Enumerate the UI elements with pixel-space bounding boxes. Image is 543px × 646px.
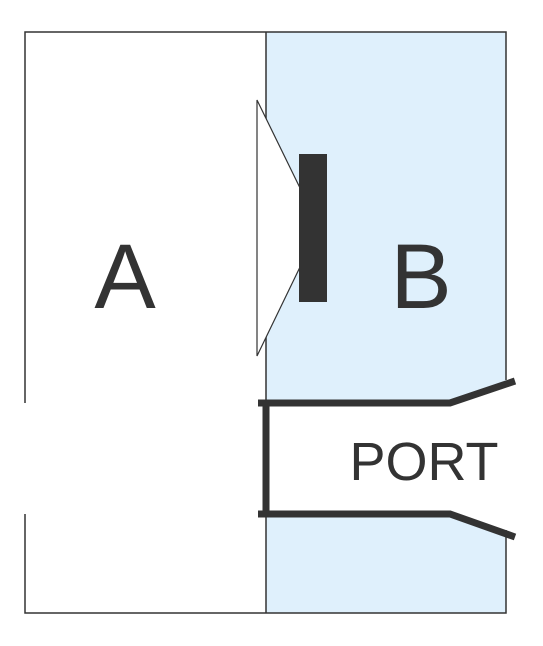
chamber-a-label: A [94,226,156,328]
port-label: PORT [349,432,498,492]
port-tube-interior [264,381,515,537]
chamber-b-fill [266,32,506,613]
driver-diaphragm [299,154,327,302]
port-tube-wall [258,377,517,541]
chamber-b-label: B [390,226,451,328]
